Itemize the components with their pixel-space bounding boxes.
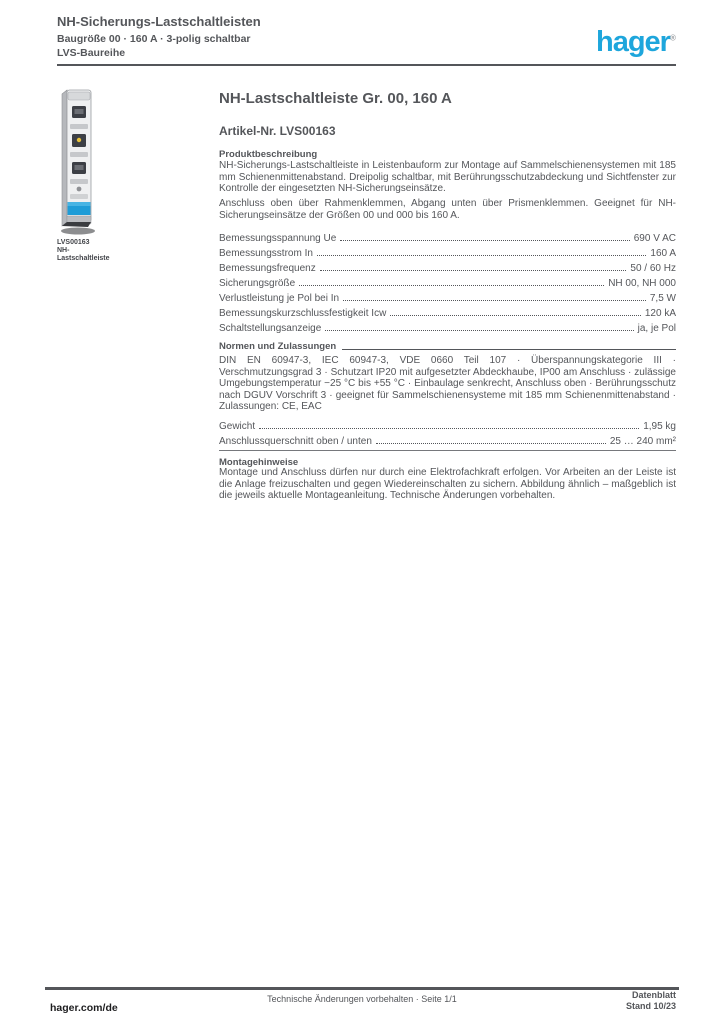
product-caption: LVS00163 NH-Lastschaltleiste <box>57 239 115 263</box>
header-rule <box>57 64 676 66</box>
hager-logo-text: hager <box>596 26 671 58</box>
spec-label: Bemessungskurzschlussfestigkeit Icw <box>219 308 387 319</box>
spec-row: Sicherungsgröße NH 00, NH 000 <box>219 274 676 289</box>
spec-label: Bemessungsspannung Ue <box>219 233 337 244</box>
spec-row: Bemessungskurzschlussfestigkeit Icw 120 … <box>219 304 676 319</box>
product-photo <box>55 86 101 236</box>
standards-text: DIN EN 60947-3, IEC 60947-3, VDE 0660 Te… <box>219 355 676 413</box>
standards-section-label: Normen und Zulassungen <box>219 341 337 352</box>
dotted-leader <box>299 285 605 286</box>
spec-label: Sicherungsgröße <box>219 278 296 289</box>
section-rule <box>342 349 676 350</box>
notes-section-label: Montagehinweise <box>219 457 299 468</box>
article-number: Artikel-Nr. LVS00163 <box>219 124 336 138</box>
header-title-line3: LVS-Baureihe <box>57 47 126 59</box>
description-section-label: Produktbeschreibung <box>219 149 318 160</box>
page-title: NH-Lastschaltleiste Gr. 00, 160 A <box>219 90 452 107</box>
spec-label: Bemessungsstrom In <box>219 248 313 259</box>
product-caption-line1: LVS00163 <box>57 239 90 246</box>
dotted-leader <box>316 255 647 256</box>
hager-logo: hager® <box>596 26 676 59</box>
footer-center-text: Technische Änderungen vorbehalten · Seit… <box>267 994 457 1004</box>
spec-value: 120 kA <box>644 308 676 319</box>
footer-site-link[interactable]: hager.com/de <box>50 1002 118 1014</box>
extra-spec-table: Gewicht 1,95 kg Anschlussquerschnitt obe… <box>219 417 676 447</box>
spec-label: Verlustleistung je Pol bei In <box>219 293 340 304</box>
spec-label: Schaltstellungsanzeige <box>219 323 322 334</box>
spec-value: 50 / 60 Hz <box>630 263 676 274</box>
footer-site-box: hager.com/de <box>50 996 168 1020</box>
footer-right-line2: Stand 10/23 <box>625 1001 676 1011</box>
spec-value: 690 V AC <box>633 233 676 244</box>
spec-table: Bemessungsspannung Ue 690 V AC Bemessung… <box>219 229 676 334</box>
footer-right-line1: Datenblatt <box>631 990 676 1000</box>
spec-row: Bemessungsfrequenz 50 / 60 Hz <box>219 259 676 274</box>
dotted-leader <box>259 428 640 429</box>
spec-value: NH 00, NH 000 <box>608 278 676 289</box>
section-divider <box>219 450 676 451</box>
dotted-leader <box>343 300 646 301</box>
registered-mark-icon: ® <box>669 33 676 43</box>
description-paragraph-2: Anschluss oben über Rahmenklemmen, Abgan… <box>219 198 676 221</box>
spec-row: Schaltstellungsanzeige ja, je Pol <box>219 319 676 334</box>
footer-rule <box>45 987 679 990</box>
spec-value: 1,95 kg <box>643 421 676 432</box>
spec-row: Verlustleistung je Pol bei In 7,5 W <box>219 289 676 304</box>
spec-label: Bemessungsfrequenz <box>219 263 316 274</box>
product-caption-line2: NH-Lastschaltleiste <box>57 247 110 262</box>
spec-value: 25 … 240 mm² <box>609 436 676 447</box>
spec-label: Gewicht <box>219 421 256 432</box>
spec-row: Gewicht 1,95 kg <box>219 417 676 432</box>
spec-value: 7,5 W <box>649 293 676 304</box>
dotted-leader <box>375 443 606 444</box>
standards-section-header: Normen und Zulassungen <box>219 341 676 352</box>
header-title-line1: NH-Sicherungs-Lastschaltleisten <box>57 14 261 29</box>
header-title-line2: Baugröße 00 · 160 A · 3-polig schaltbar <box>57 33 251 45</box>
dotted-leader <box>319 270 627 271</box>
dotted-leader <box>390 315 641 316</box>
spec-row: Bemessungsstrom In 160 A <box>219 244 676 259</box>
spec-row: Anschlussquerschnitt oben / unten 25 … 2… <box>219 432 676 447</box>
spec-row: Bemessungsspannung Ue 690 V AC <box>219 229 676 244</box>
spec-label: Anschlussquerschnitt oben / unten <box>219 436 372 447</box>
notes-text: Montage und Anschluss dürfen nur durch e… <box>219 467 676 502</box>
fuse-switch-strip-illustration <box>61 89 95 235</box>
footer-right-block: Datenblatt Stand 10/23 <box>626 990 676 1012</box>
description-paragraph-1: NH-Sicherungs-Lastschaltleiste in Leiste… <box>219 160 676 194</box>
dotted-leader <box>340 240 630 241</box>
dotted-leader <box>325 330 634 331</box>
spec-value: 160 A <box>650 248 676 259</box>
spec-value: ja, je Pol <box>637 323 676 334</box>
